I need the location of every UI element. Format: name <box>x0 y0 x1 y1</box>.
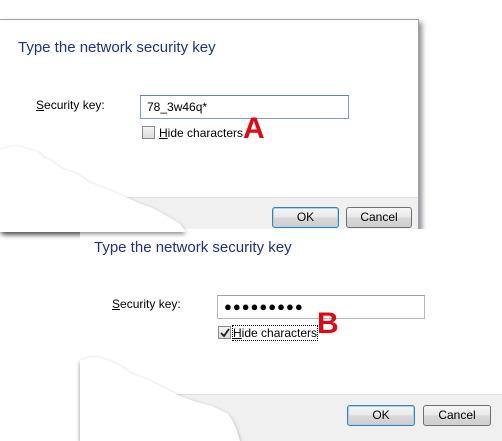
marker-a: A <box>243 112 265 145</box>
cancel-button-a[interactable]: Cancel <box>346 207 412 228</box>
ok-button-a[interactable]: OK <box>272 207 339 228</box>
security-key-label-b: Security key: <box>112 297 181 311</box>
dialog-b-title: Type the network security key <box>94 239 292 256</box>
security-key-input-b[interactable]: ●●●●●●●●● <box>217 295 425 319</box>
marker-b: B <box>317 307 339 340</box>
dialog-a-title: Type the network security key <box>18 39 216 56</box>
hide-characters-checkbox-a[interactable] <box>142 126 155 139</box>
cancel-button-b[interactable]: Cancel <box>423 405 491 426</box>
hide-characters-checkbox-b[interactable] <box>218 326 231 339</box>
ok-button-b[interactable]: OK <box>347 405 415 426</box>
security-key-input-a[interactable]: 78_3w46q* <box>140 95 349 119</box>
hide-characters-label-b[interactable]: Hide characters <box>231 325 319 341</box>
hide-characters-label-a[interactable]: Hide characters <box>159 126 244 140</box>
security-key-label-a: Security key: <box>36 98 105 112</box>
checkmark-icon <box>220 328 230 338</box>
